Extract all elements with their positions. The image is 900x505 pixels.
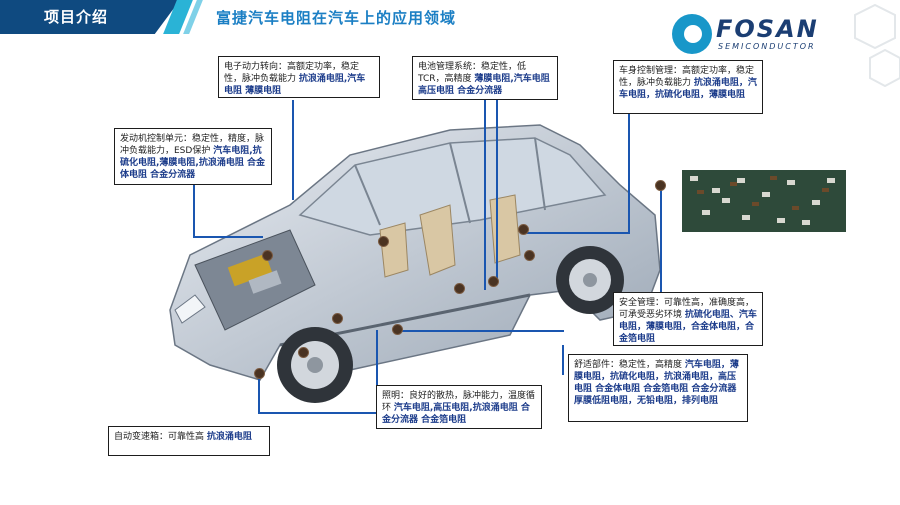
- callout-products: 抗浪涌电阻，汽车电阻，抗硫化电阻，薄膜电阻: [619, 78, 757, 100]
- connector-line: [400, 330, 564, 332]
- connector-line: [292, 100, 294, 200]
- location-dot: [454, 283, 465, 294]
- callout-products: 汽车电阻,高压电阻,抗浪涌电阻 合金分流器 合金箔电阻: [382, 403, 530, 425]
- callout-products: 抗硫化电阻、汽车电阻，薄膜电阻，合金体电阻，合金箔电阻: [619, 310, 757, 344]
- corner-hexagon-decoration: [854, 3, 900, 88]
- connector-line: [660, 190, 662, 292]
- connector-line: [258, 375, 260, 413]
- location-dot: [298, 347, 309, 358]
- location-dot: [392, 324, 403, 335]
- callout-comfort: 舒适部件：稳定性，高精度 汽车电阻，薄膜电阻，抗硫化电阻，抗浪涌电阻，高压电阻 …: [568, 354, 748, 422]
- callout-products: 抗浪涌电阻: [206, 432, 252, 442]
- page-title: 富捷汽车电阻在汽车上的应用领域: [216, 9, 457, 27]
- callout-desc: 发动机控制单元：稳定性，精度，脉冲负载能力，ESD保护: [120, 134, 265, 156]
- section-tab: [0, 0, 180, 34]
- connector-line: [376, 330, 378, 385]
- callout-lighting: 照明：良好的散热，脉冲能力，温度循环 汽车电阻,高压电阻,抗浪涌电阻 合金分流器…: [376, 385, 542, 429]
- connector-line: [526, 232, 630, 234]
- callout-products: 汽车电阻，薄膜电阻，抗硫化电阻，抗浪涌电阻，高压电阻 合金体电阻 合金箔电阻 合…: [574, 360, 739, 406]
- callout-power-steering: 电子动力转向：高额定功率，稳定性，脉冲负载能力 抗浪涌电阻,汽车电阻 薄膜电阻: [218, 56, 380, 98]
- pcb-resistors-image: [682, 170, 846, 232]
- logo-mark-icon: [672, 14, 712, 54]
- location-dot: [262, 250, 273, 261]
- callout-products: 抗浪涌电阻,汽车电阻 薄膜电阻: [224, 74, 366, 96]
- callout-products: 薄膜电阻,汽车电阻 高压电阻 合金分流器: [418, 74, 550, 96]
- callout-desc: 照明：良好的散热，脉冲能力，温度循环: [382, 391, 536, 413]
- location-dot: [524, 250, 535, 261]
- callout-desc: 舒适部件：稳定性，高精度: [574, 360, 683, 370]
- connector-line: [628, 112, 630, 232]
- connector-line: [193, 236, 263, 238]
- callout-battery-management: 电池管理系统：稳定性，低TCR，高精度 薄膜电阻,汽车电阻 高压电阻 合金分流器: [412, 56, 558, 100]
- connector-line: [258, 412, 376, 414]
- connector-line: [496, 100, 498, 280]
- callout-transmission: 自动变速箱：可靠性高 抗浪涌电阻: [108, 426, 270, 456]
- location-dot: [655, 180, 666, 191]
- callout-body-control: 车身控制管理：高额定功率，稳定性，脉冲负载能力 抗浪涌电阻，汽车电阻，抗硫化电阻…: [613, 60, 763, 114]
- callout-desc: 电子动力转向：高额定功率，稳定性，脉冲负载能力: [224, 62, 360, 84]
- connector-line: [484, 100, 486, 290]
- location-dot: [254, 368, 265, 379]
- section-tab-label: 项目介绍: [44, 8, 109, 26]
- callout-products: 汽车电阻,抗硫化电阻,薄膜电阻,抗浪涌电阻 合金体电阻 合金分流器: [120, 146, 265, 180]
- connector-line: [562, 345, 564, 375]
- location-dot: [332, 313, 343, 324]
- logo-tagline: SEMICONDUCTOR: [718, 42, 816, 51]
- logo-brand-text: FOSAN: [716, 15, 819, 43]
- location-dot: [488, 276, 499, 287]
- callout-safety: 安全管理：可靠性高，准确度高，可承受恶劣环境 抗硫化电阻、汽车电阻，薄膜电阻，合…: [613, 292, 763, 346]
- callout-engine-control: 发动机控制单元：稳定性，精度，脉冲负载能力，ESD保护 汽车电阻,抗硫化电阻,薄…: [114, 128, 272, 185]
- location-dot: [518, 224, 529, 235]
- callout-desc: 安全管理：可靠性高，准确度高，可承受恶劣环境: [619, 298, 755, 320]
- callout-desc: 电池管理系统：稳定性，低TCR，高精度: [418, 62, 527, 84]
- callout-desc: 车身控制管理：高额定功率，稳定性，脉冲负载能力: [619, 66, 755, 88]
- brand-logo: FOSAN SEMICONDUCTOR: [672, 14, 862, 56]
- callout-desc: 自动变速箱：可靠性高: [114, 432, 205, 442]
- location-dot: [378, 236, 389, 247]
- connector-line: [193, 185, 195, 237]
